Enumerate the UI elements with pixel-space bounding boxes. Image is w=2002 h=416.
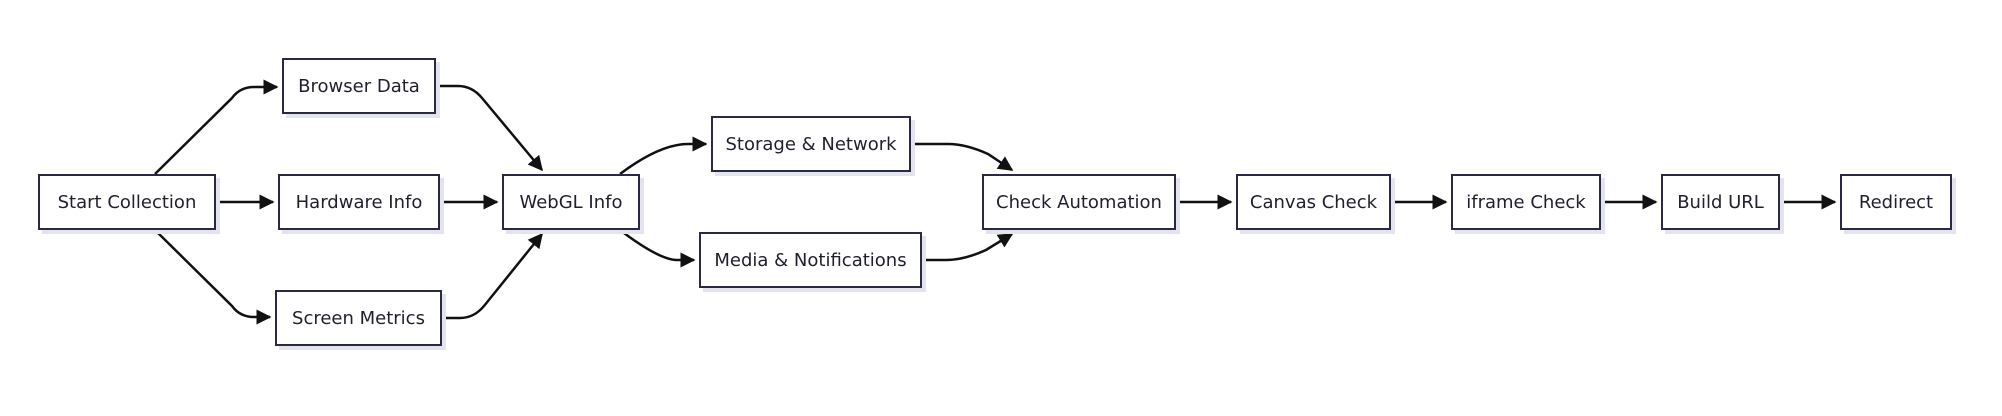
node-storage-network: Storage & Network [711, 116, 911, 172]
node-check-automation: Check Automation [982, 174, 1176, 230]
edge-webgl-media [619, 229, 696, 268]
node-iframe-check: iframe Check [1451, 174, 1601, 230]
edge-storage-automation [911, 142, 1014, 172]
node-label: Check Automation [996, 191, 1162, 213]
node-label: Build URL [1677, 191, 1764, 213]
edge-webgl-storage [619, 136, 708, 176]
node-hardware-info: Hardware Info [278, 174, 440, 230]
node-label: Hardware Info [295, 191, 423, 213]
node-start-collection: Start Collection [38, 174, 216, 230]
node-label: Storage & Network [725, 133, 897, 155]
edge-browser-webgl [436, 84, 543, 172]
node-label: Screen Metrics [292, 307, 425, 329]
node-label: iframe Check [1466, 191, 1586, 213]
node-webgl-info: WebGL Info [502, 174, 640, 230]
node-build-url: Build URL [1661, 174, 1780, 230]
node-screen-metrics: Screen Metrics [275, 290, 442, 346]
node-label: Browser Data [298, 75, 420, 97]
node-canvas-check: Canvas Check [1236, 174, 1391, 230]
edge-start-screen [154, 229, 272, 325]
node-label: Canvas Check [1249, 191, 1378, 213]
node-label: Media & Notifications [714, 249, 907, 271]
node-label: Start Collection [57, 191, 197, 213]
node-label: WebGL Info [519, 191, 623, 213]
node-label: Redirect [1858, 191, 1934, 213]
node-browser-data: Browser Data [282, 58, 436, 114]
node-media-notifications: Media & Notifications [699, 232, 922, 288]
edge-start-browser [154, 79, 279, 175]
edge-screen-webgl [442, 232, 543, 320]
edge-media-automation [922, 232, 1014, 262]
node-redirect: Redirect [1840, 174, 1952, 230]
